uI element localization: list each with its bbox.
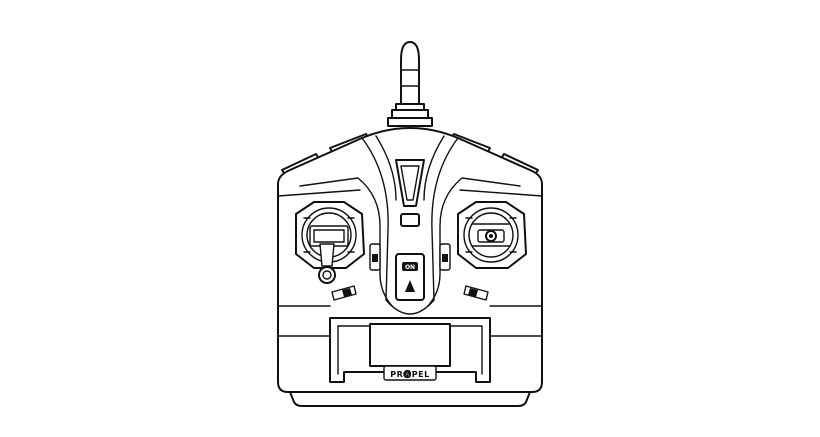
power-panel (395, 253, 425, 301)
trim-switches (331, 243, 489, 301)
center-housing: ON (299, 135, 521, 315)
power-button[interactable] (402, 262, 418, 271)
left-stick-shaft (319, 243, 335, 267)
base-foot (289, 391, 531, 407)
power-label: ON (405, 264, 415, 271)
left-stick-knob (318, 266, 336, 284)
antenna (387, 41, 433, 127)
right-stick[interactable] (457, 201, 527, 269)
left-stick[interactable] (295, 201, 365, 284)
power-led-icon (405, 280, 415, 292)
display-window (369, 323, 451, 367)
center-slot (400, 213, 420, 227)
brand-plate (383, 365, 437, 381)
brand-logo: PR🅐PEL (390, 369, 429, 379)
vent-triangle (395, 159, 425, 207)
bottom-panel: PR🅐PEL (329, 317, 491, 383)
